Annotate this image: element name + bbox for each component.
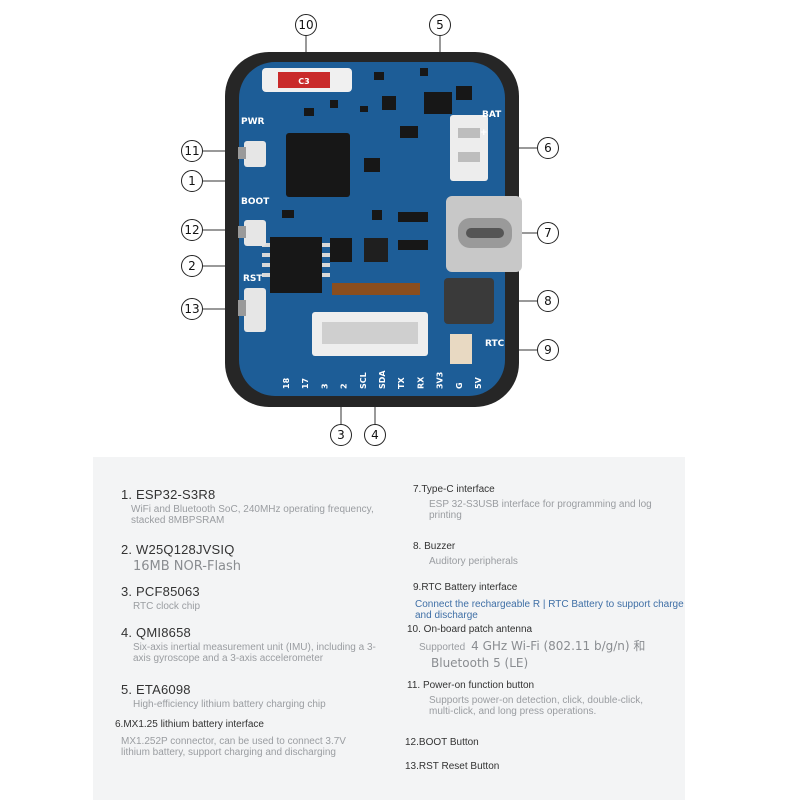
spec-desc: Connect the rechargeable R | RTC Battery…: [415, 599, 684, 621]
rtc-battery-connector: [450, 334, 472, 364]
board-illustration: C3: [203, 36, 537, 424]
spec-title: 3. PCF85063: [121, 584, 200, 599]
spec-desc-line1: 4 GHz Wi-Fi (802.11 b/g/n) 和: [471, 639, 646, 653]
pin-label: 17: [301, 378, 310, 389]
callout-4: 4: [364, 424, 386, 446]
spec-item-2: 2. W25Q128JVSIQ 16MB NOR-Flash: [121, 542, 391, 574]
spec-item-13: 13.RST Reset Button: [405, 761, 675, 772]
esp32-chip: [286, 133, 350, 197]
spec-desc-line2: Bluetooth 5 (LE): [431, 656, 529, 670]
spec-title: 4. QMI8658: [121, 625, 191, 640]
pin-label: 5V: [474, 376, 483, 389]
spec-title: 9.RTC Battery interface: [413, 582, 518, 593]
spec-desc: Auditory peripherals: [429, 556, 518, 567]
spec-item-3: 3. PCF85063 RTC clock chip: [121, 584, 391, 612]
pin-label: 18: [282, 377, 291, 389]
antenna-chip: [278, 72, 330, 88]
callout-8: 8: [537, 290, 559, 312]
pin-label: G: [455, 382, 464, 389]
pin-label: RX: [416, 376, 425, 389]
spec-desc: ESP 32-S3USB interface for programming a…: [429, 499, 652, 521]
callout-2: 2: [181, 255, 203, 277]
battery-connector: [450, 115, 488, 181]
silk-pwr: PWR: [241, 117, 265, 127]
spec-prefix: Supported: [419, 642, 466, 653]
ribbon-cable: [332, 283, 420, 295]
flash-chip: [270, 237, 322, 293]
spec-desc: 16MB NOR-Flash: [133, 559, 242, 574]
imu-chip: [364, 238, 388, 262]
spec-item-11: 11. Power-on function button Supports po…: [407, 680, 683, 717]
pin-label: SDA: [378, 370, 387, 389]
spec-item-10: 10. On-board patch antenna Supported 4 G…: [407, 624, 683, 671]
spec-item-1: 1. ESP32-S3R8 WiFi and Bluetooth SoC, 24…: [121, 487, 391, 526]
callout-9: 9: [537, 339, 559, 361]
pin-label: 3: [320, 383, 329, 389]
spec-title: 7.Type-C interface: [413, 484, 495, 495]
silk-boot: BOOT: [241, 197, 270, 207]
spec-title: 1. ESP32-S3R8: [121, 487, 216, 502]
rtc-chip: [330, 238, 352, 262]
spec-panel: 1. ESP32-S3R8 WiFi and Bluetooth SoC, 24…: [93, 457, 685, 800]
callout-6: 6: [537, 137, 559, 159]
flash-pins: [262, 243, 330, 277]
spec-item-9: 9.RTC Battery interface Connect the rech…: [413, 582, 685, 621]
spec-desc: High-efficiency lithium battery charging…: [133, 699, 326, 710]
pin-label: 2: [340, 383, 349, 389]
callout-11: 11: [181, 140, 203, 162]
spec-title: 8. Buzzer: [413, 541, 456, 552]
boot-button: [244, 220, 266, 246]
spec-item-6: 6.MX1.25 lithium battery interface MX1.2…: [115, 719, 385, 758]
pwr-button: [244, 141, 266, 167]
buzzer: [444, 278, 494, 324]
board-diagram: C3: [181, 14, 559, 446]
pin-label: TX: [397, 377, 406, 389]
spec-desc: RTC clock chip: [133, 601, 201, 612]
callout-3: 3: [330, 424, 352, 446]
silk-rst: RST: [243, 274, 263, 284]
spec-item-5: 5. ETA6098 High-efficiency lithium batte…: [121, 682, 391, 710]
spec-title: 2. W25Q128JVSIQ: [121, 542, 235, 557]
callout-10: 10: [295, 14, 317, 36]
callout-5: 5: [429, 14, 451, 36]
spec-desc: WiFi and Bluetooth SoC, 240MHz operating…: [131, 504, 374, 526]
spec-desc: MX1.252P connector, can be used to conne…: [121, 736, 346, 758]
spec-title: 11. Power-on function button: [407, 680, 535, 691]
spec-item-4: 4. QMI8658 Six-axis inertial measurement…: [121, 625, 391, 664]
spec-title: 13.RST Reset Button: [405, 761, 500, 772]
silk-bat: BAT: [482, 110, 502, 120]
silk-rtc: RTC: [485, 339, 505, 349]
spec-item-12: 12.BOOT Button: [405, 737, 675, 748]
spec-title: 10. On-board patch antenna: [407, 624, 533, 635]
charger-chip: [424, 92, 452, 114]
callout-13: 13: [181, 298, 203, 320]
spec-item-7: 7.Type-C interface ESP 32-S3USB interfac…: [413, 484, 683, 521]
spec-title: 5. ETA6098: [121, 682, 191, 697]
callout-1: 1: [181, 170, 203, 192]
silk-plus: +: [480, 128, 488, 138]
callout-7: 7: [537, 222, 559, 244]
spec-desc: Six-axis inertial measurement unit (IMU)…: [133, 642, 376, 664]
pin-label: 3V3: [436, 372, 445, 389]
svg-text:C3: C3: [298, 77, 309, 86]
spec-desc-row: Supported 4 GHz Wi-Fi (802.11 b/g/n) 和: [419, 639, 683, 654]
spec-title: 12.BOOT Button: [405, 737, 479, 748]
rst-button: [244, 288, 266, 332]
spec-desc: Supports power-on detection, click, doub…: [429, 695, 643, 717]
spec-item-8: 8. Buzzer Auditory peripherals: [413, 541, 683, 567]
callout-12: 12: [181, 219, 203, 241]
spec-title: 6.MX1.25 lithium battery interface: [115, 719, 264, 730]
pin-label: SCL: [359, 372, 368, 389]
